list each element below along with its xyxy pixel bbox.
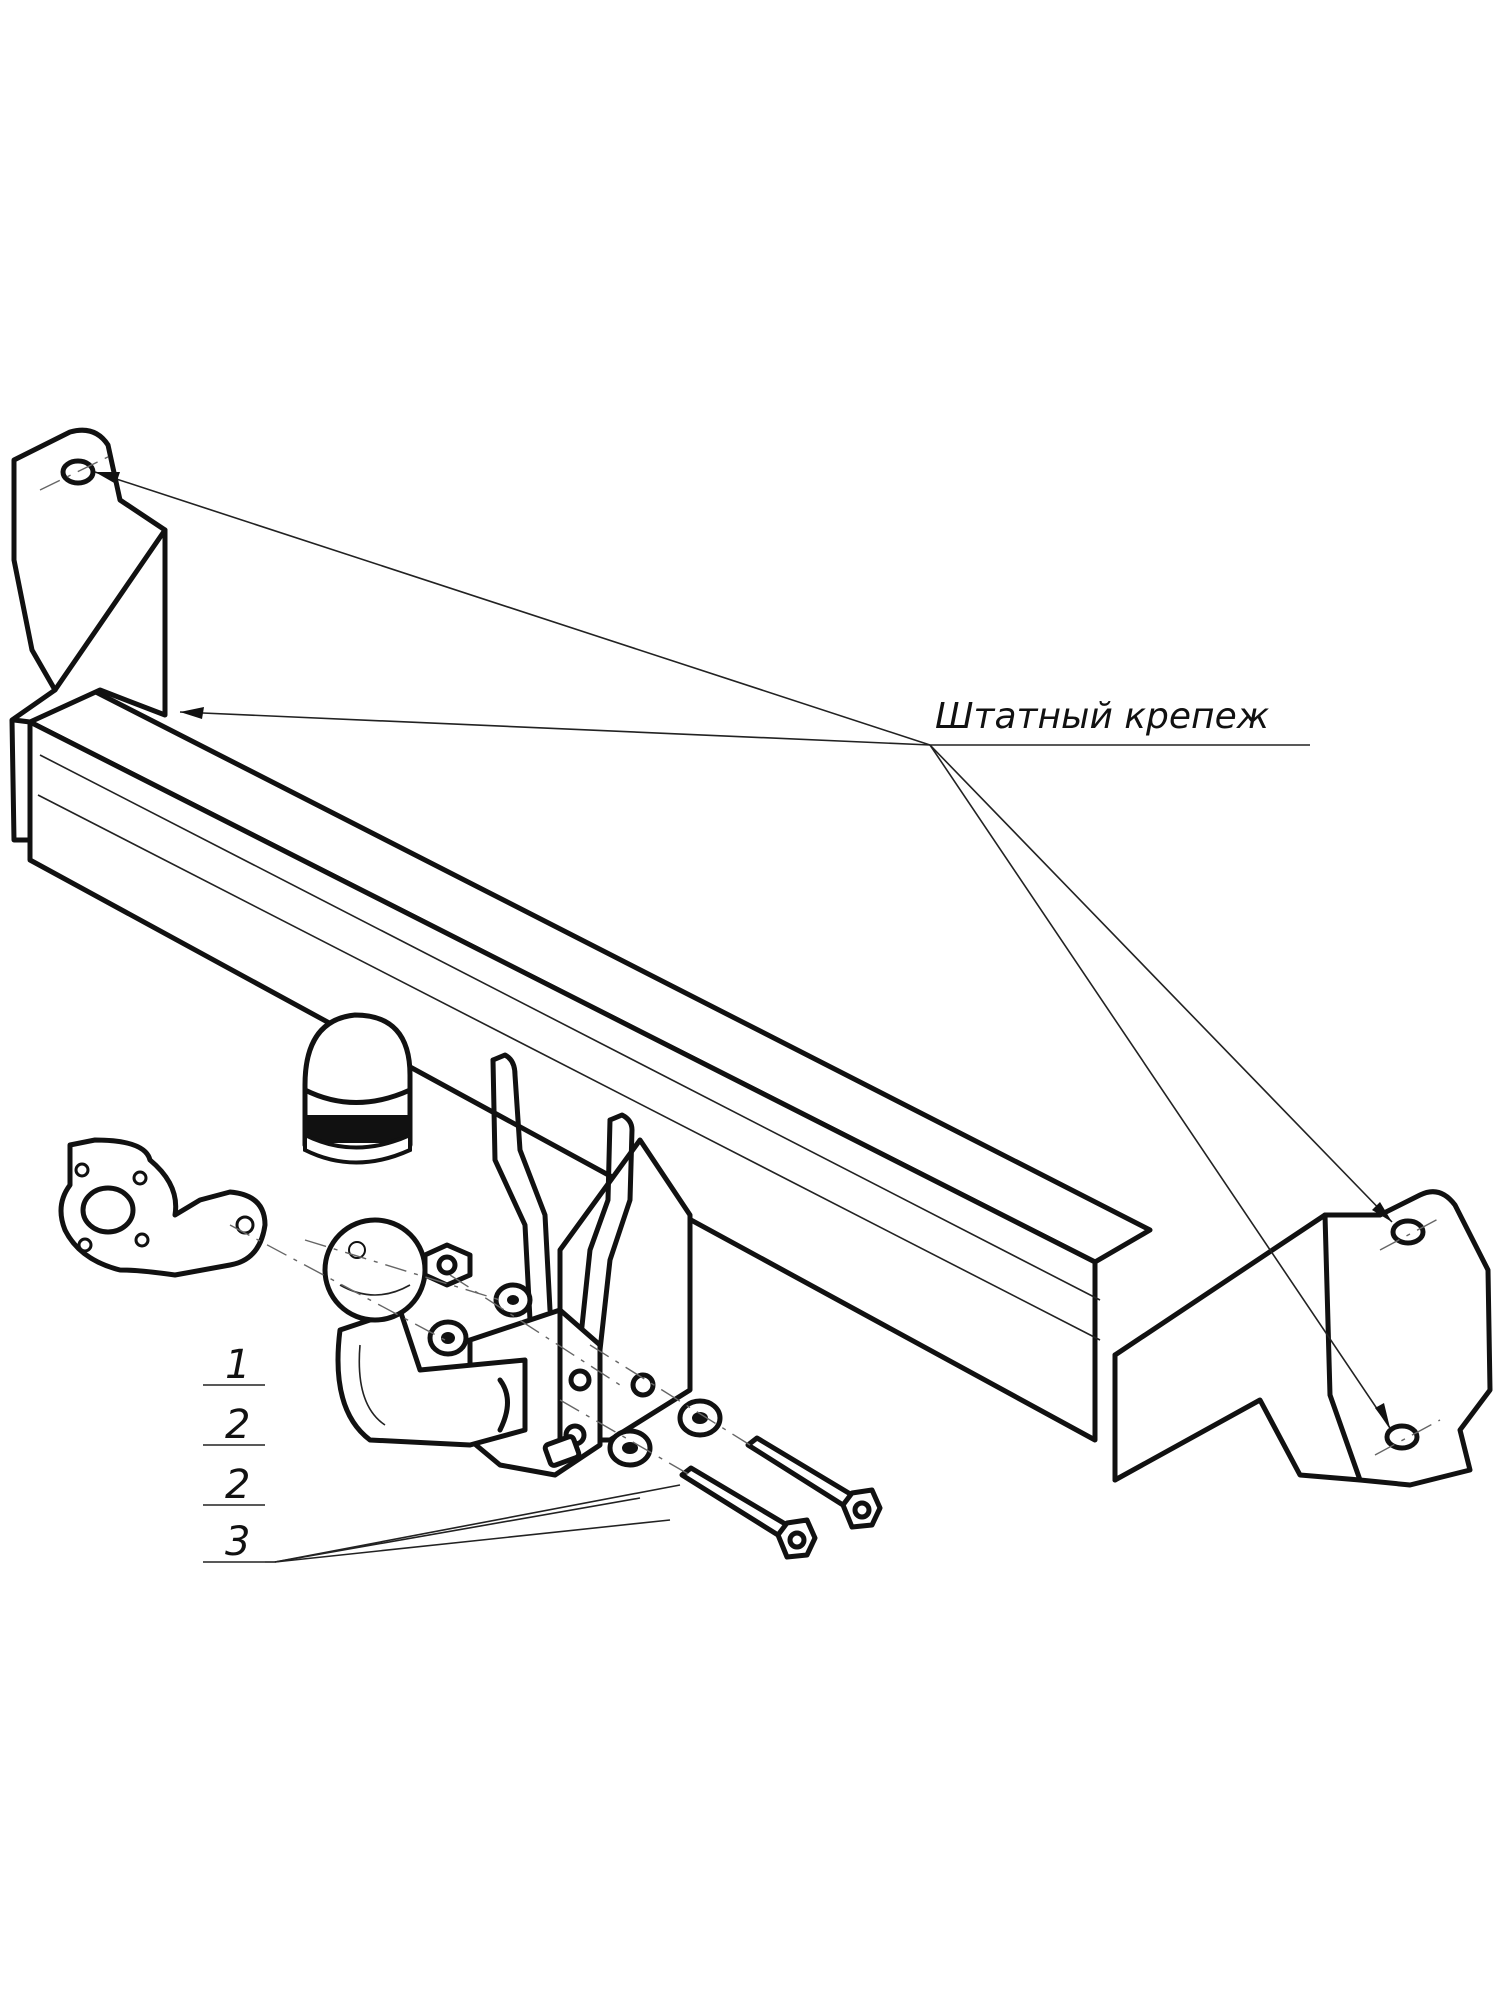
right-bracket-upper-hole-icon — [1390, 1218, 1426, 1246]
electrical-socket-bracket — [58, 1137, 268, 1278]
tow-ball-neck — [335, 1307, 528, 1448]
part-number-2b: 2 — [225, 1462, 250, 1508]
nut-upper — [422, 1242, 473, 1288]
washer-left — [427, 1319, 469, 1357]
callout-leaders — [94, 471, 1393, 1429]
tow-ball-cap — [302, 1012, 413, 1165]
right-mounting-bracket — [1112, 1189, 1493, 1488]
parts-number-leaders — [203, 1384, 681, 1563]
washer-bolt-lower — [607, 1428, 653, 1468]
part-number-3: 3 — [225, 1519, 250, 1565]
bolt-lower — [679, 1465, 818, 1560]
washer-bolt-upper — [677, 1398, 723, 1438]
callout-standard-fasteners-label: Штатный крепеж — [935, 696, 1270, 737]
tow-ball — [322, 1217, 428, 1323]
right-bracket-lower-hole-icon — [1384, 1423, 1420, 1451]
washer-center — [493, 1282, 533, 1318]
bolt-upper — [745, 1435, 883, 1530]
assembly-center-lines — [229, 1224, 751, 1476]
left-mounting-bracket — [9, 427, 168, 843]
part-number-2a: 2 — [225, 1402, 250, 1448]
part-number-1: 1 — [225, 1342, 250, 1388]
